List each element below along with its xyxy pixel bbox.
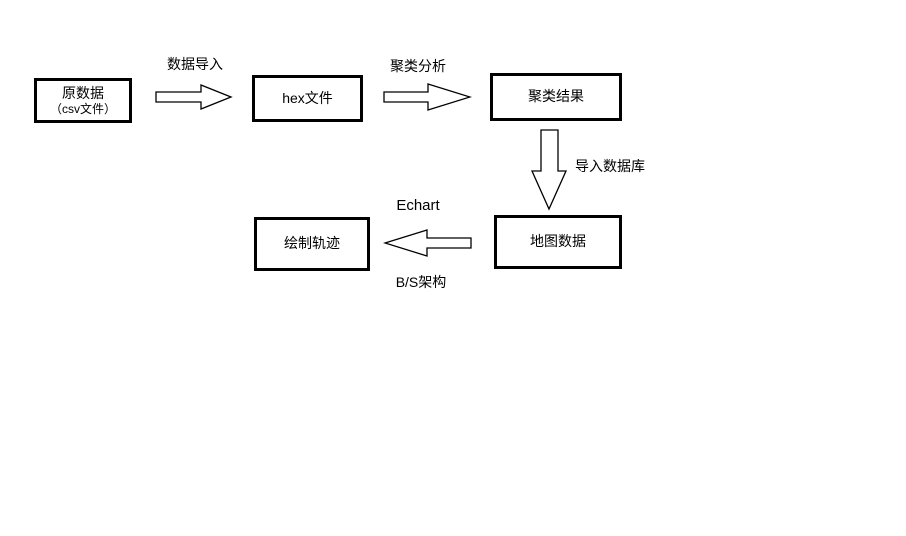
edge-label-echart: Echart: [396, 197, 440, 214]
edge-label-import-database: 导入数据库: [575, 158, 645, 174]
node-draw-track: 绘制轨迹: [254, 217, 370, 271]
right-arrow-icon: [383, 83, 473, 116]
node-cluster-result: 聚类结果: [490, 73, 622, 121]
node-map-data: 地图数据: [494, 215, 622, 269]
node-source-data-subtitle: （csv文件）: [49, 101, 116, 116]
right-arrow-icon: [155, 84, 233, 115]
left-arrow-icon: [382, 229, 472, 262]
edge-label-bs-architecture: B/S架构: [395, 274, 447, 290]
node-cluster-result-title: 聚类结果: [528, 88, 584, 105]
node-source-data-title: 原数据: [62, 85, 104, 102]
edge-label-cluster-analysis: 聚类分析: [390, 58, 446, 74]
down-arrow-icon: [530, 129, 568, 216]
node-draw-track-title: 绘制轨迹: [284, 235, 340, 252]
edge-label-data-import: 数据导入: [167, 56, 223, 72]
node-map-data-title: 地图数据: [530, 233, 586, 250]
node-source-data: 原数据 （csv文件）: [34, 78, 132, 123]
node-hex-file: hex文件: [252, 75, 363, 122]
node-hex-file-title: hex文件: [282, 89, 333, 106]
